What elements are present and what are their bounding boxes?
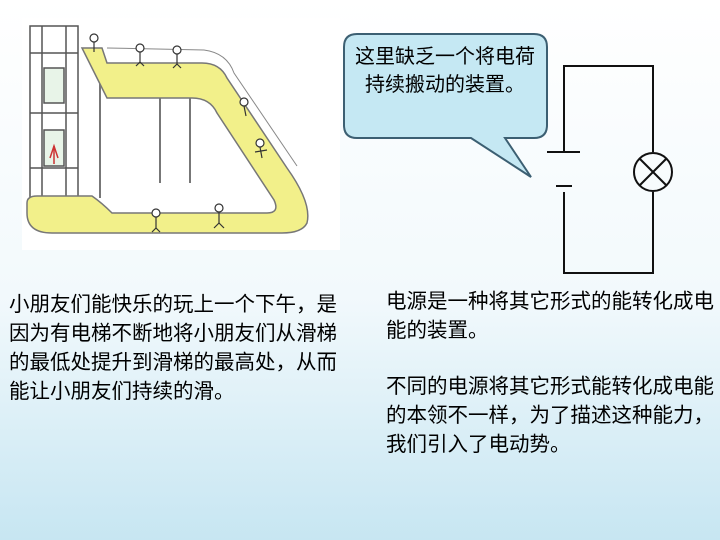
emf-introduction: 不同的电源将其它形式能转化成电能的本领不一样，为了描述这种能力，我们引入了电动势… [386,374,714,456]
speech-bubble-text: 这里缺乏一个将电荷持续搬动的装置。 [355,44,535,96]
children-figures-icon [89,33,268,233]
elevator-icon [29,25,79,202]
circuit-diagram [547,65,673,274]
power-source-definition: 电源是一种将其它形式的能转化成电能的装置。 [386,289,714,342]
battery-icon [547,151,580,187]
slide-analogy-paragraph: 小朋友们能快乐的玩上一个下午，是因为有电梯不断地将小朋友们从滑梯的最低处提升到滑… [9,292,337,403]
lamp-icon [633,152,673,192]
slide-elevator-illustration [22,18,340,250]
slide-track [26,47,309,234]
speech-bubble [343,33,548,178]
